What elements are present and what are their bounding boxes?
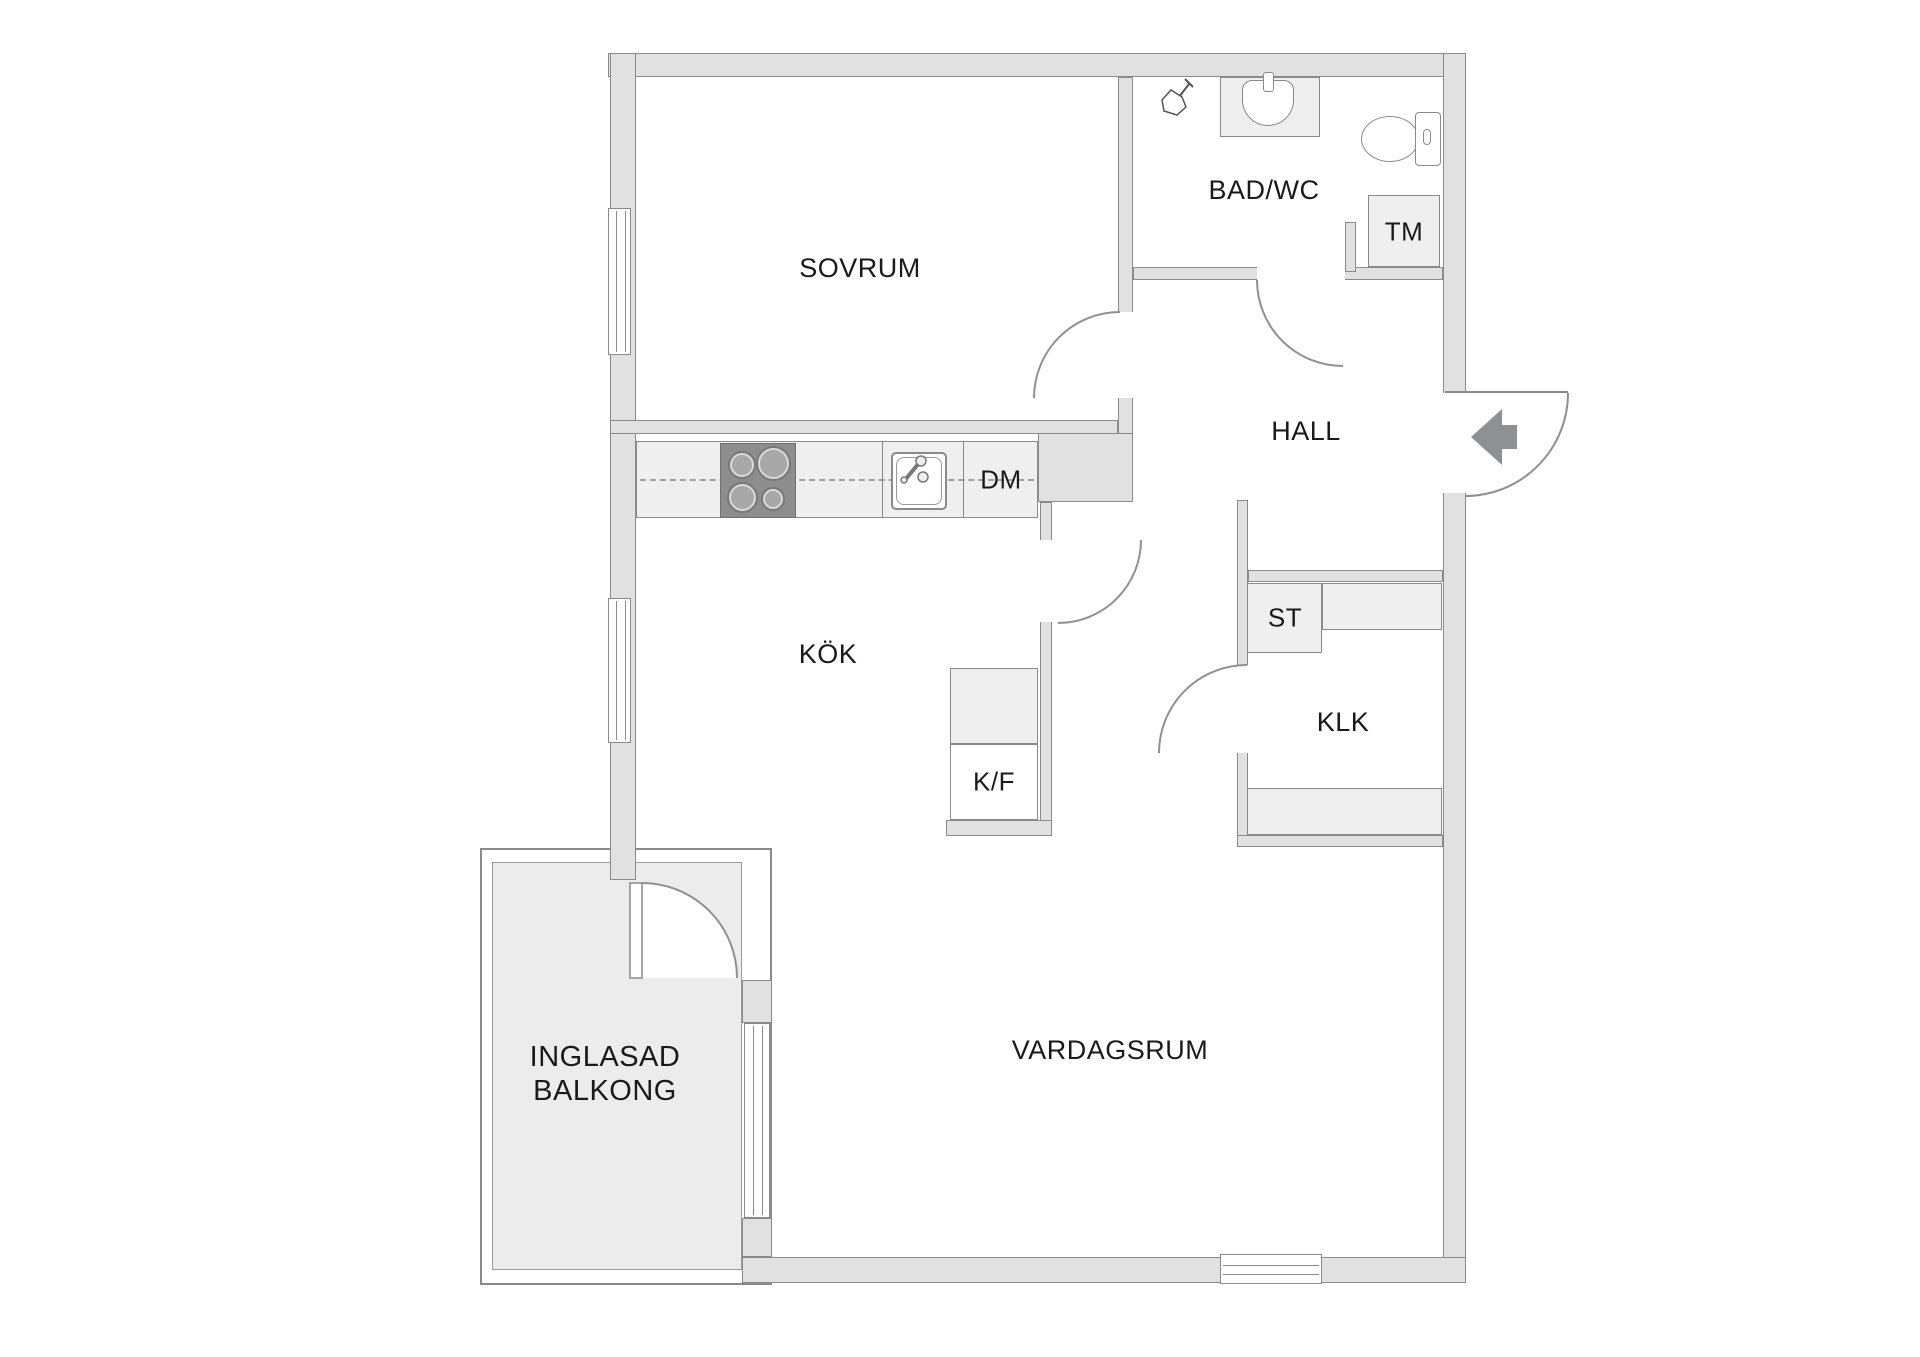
door-arc-bath	[1256, 279, 1344, 367]
window-sovrum	[608, 208, 631, 355]
door-arc-sovrum	[1033, 311, 1121, 399]
wall-sovrum-bottom	[610, 420, 1118, 434]
balkong-line1: INGLASAD	[529, 1041, 681, 1073]
klk-shelf-top	[1322, 583, 1442, 630]
st-box	[1247, 583, 1322, 653]
toilet-icon	[1361, 116, 1419, 162]
window-balcony	[744, 1023, 770, 1218]
window-frame	[1223, 1265, 1319, 1275]
window-frame	[753, 1026, 763, 1215]
window-kok	[608, 598, 631, 743]
room-label-kok: KÖK	[798, 638, 858, 669]
wall-bath-tm-stub	[1345, 222, 1356, 272]
door-opening-klk	[1235, 665, 1250, 753]
door-arc-klk	[1158, 664, 1248, 754]
burner-icon	[758, 448, 789, 479]
washbasin-tap-icon	[1263, 72, 1274, 92]
room-label-badwc: BAD/WC	[1208, 174, 1320, 205]
tm-box	[1368, 195, 1440, 267]
room-label-sovrum: SOVRUM	[799, 252, 921, 283]
counter-divider	[882, 441, 883, 518]
shower-icon	[1161, 78, 1194, 116]
door-arc-entrance	[1464, 392, 1569, 497]
door-opening-bath	[1257, 265, 1345, 282]
burner-icon	[729, 484, 756, 511]
wall-bottom	[742, 1257, 1466, 1283]
window-frame	[615, 211, 626, 352]
appliance-label-dm: DM	[980, 464, 1022, 495]
stove-icon	[720, 443, 796, 518]
burner-icon	[730, 453, 754, 477]
wall-vardagsrum-west-upper	[742, 980, 772, 1023]
door-opening-sovrum	[1116, 312, 1135, 398]
kf-box-lower	[950, 744, 1038, 820]
toilet-flush-button	[1423, 129, 1431, 145]
entrance-arrow-icon	[1471, 409, 1517, 465]
balkong-line2: BALKONG	[533, 1075, 677, 1107]
wall-east	[1443, 53, 1466, 1283]
wall-west	[610, 53, 636, 880]
room-label-hall: HALL	[1271, 415, 1341, 446]
kitchen-sink-icon	[891, 452, 947, 510]
burner-icon	[763, 489, 783, 509]
wall-vardagsrum-west-lower	[742, 1218, 772, 1257]
window-frame	[615, 601, 626, 740]
sink-basin	[896, 457, 942, 505]
room-label-balkong: INGLASAD BALKONG	[530, 1040, 681, 1108]
kf-box-upper	[950, 668, 1038, 744]
counter-dashed-line	[640, 479, 1034, 481]
wall-top	[608, 53, 1466, 77]
window-vardagsrum	[1220, 1254, 1322, 1284]
appliance-label-tm: TM	[1384, 216, 1424, 247]
appliance-label-st: ST	[1267, 602, 1303, 633]
klk-shelf-bottom	[1247, 788, 1442, 835]
door-arc-kitchen	[1057, 539, 1142, 624]
appliance-label-kf: K/F	[973, 766, 1015, 797]
room-label-klk: KLK	[1316, 706, 1370, 737]
wall-kitchen-bottom	[946, 820, 1052, 836]
wall-st-top	[1248, 570, 1443, 582]
wall-kitchen-hall-chunk	[1038, 433, 1133, 502]
room-label-vardagsrum: VARDAGSRUM	[1011, 1034, 1209, 1065]
door-opening-kitchen	[1038, 540, 1054, 622]
wall-klk-bottom	[1237, 835, 1443, 847]
counter-divider	[963, 441, 964, 518]
door-opening-entrance	[1441, 393, 1468, 493]
